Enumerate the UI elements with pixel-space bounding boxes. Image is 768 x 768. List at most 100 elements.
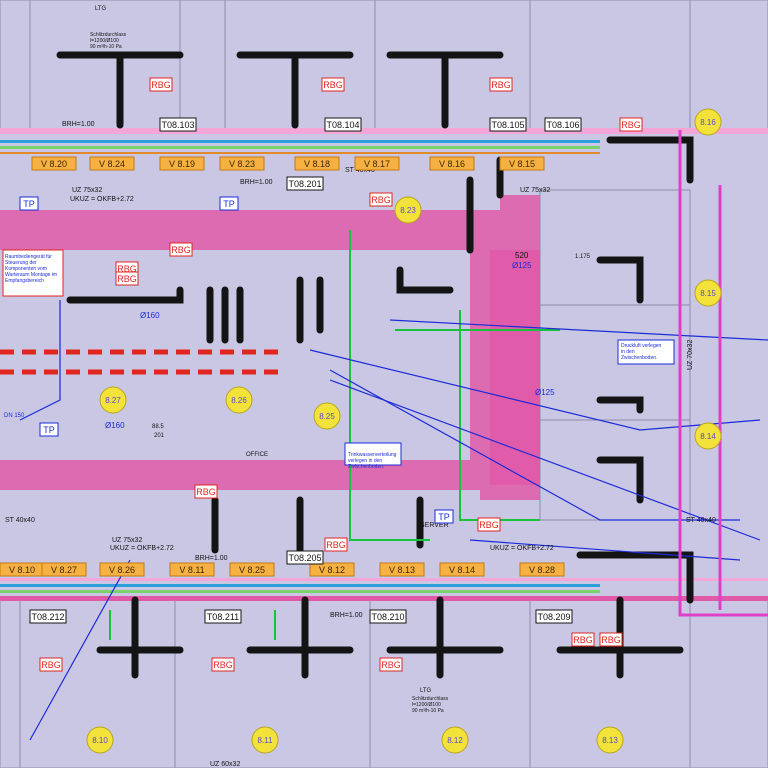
corridor-band-bottom [0,578,768,601]
svg-text:T08.103: T08.103 [161,120,194,130]
svg-text:8.15: 8.15 [700,289,716,298]
room-tag: V 8.20 [31,156,77,171]
label-dim-201: 201 [154,433,165,439]
svg-text:RBG: RBG [117,264,137,274]
equipment-circle: 8.14 [694,422,722,450]
rbg-tag: RBG [571,632,595,647]
svg-text:T08.106: T08.106 [546,120,579,130]
label-ukuz-bottom-right: UKUZ = OKFB+2.72 [490,545,554,552]
svg-text:V 8.24: V 8.24 [99,159,125,169]
door-tag: T08.104 [324,117,362,132]
svg-text:T08.211: T08.211 [207,612,239,622]
label-dim-125-b: Ø125 [535,388,555,397]
svg-text:V 8.25: V 8.25 [239,565,265,575]
svg-text:V 8.20: V 8.20 [41,159,67,169]
rbg-tag: RBG [169,242,193,257]
label-dim-125-a: Ø125 [512,261,532,270]
svg-text:RBG: RBG [491,80,511,90]
svg-text:TP: TP [43,425,55,435]
equipment-circle: 8.25 [313,402,341,430]
label-uz-7032: UZ 70x32 [687,340,694,370]
svg-text:TP: TP [23,199,35,209]
svg-text:T08.105: T08.105 [491,120,524,130]
svg-text:TP: TP [223,199,235,209]
label-uz-6032: UZ 60x32 [210,761,240,768]
rbg-tag: RBG [149,77,173,92]
svg-text:RBG: RBG [117,274,137,284]
svg-text:RBG: RBG [213,660,233,670]
label-dim-1175: 1.175 [575,254,591,260]
room-tag: V 8.15 [499,156,545,171]
svg-text:RBG: RBG [41,660,61,670]
svg-text:8.11: 8.11 [258,736,274,745]
label-dim-160-b: Ø160 [105,421,125,430]
door-tag: T08.210 [369,609,407,624]
equipment-circle: 8.16 [694,108,722,136]
label-server: SERVER [420,522,449,529]
equipment-circle: 8.10 [86,726,114,754]
label-ukuz-top: UKUZ = OKFB+2.72 [70,196,134,203]
svg-text:V 8.16: V 8.16 [439,159,465,169]
svg-text:8.12: 8.12 [447,736,463,745]
room-tag: V 8.25 [229,562,275,577]
room-tag: V 8.28 [519,562,565,577]
svg-text:V 8.13: V 8.13 [389,565,415,575]
svg-text:8.23: 8.23 [400,206,416,215]
tp-tag: TP [39,422,59,437]
room-tag: V 8.26 [99,562,145,577]
svg-text:V 8.15: V 8.15 [509,159,535,169]
rbg-tag: RBG [115,271,139,286]
rbg-tag: RBG [321,77,345,92]
svg-text:RBG: RBG [573,635,593,645]
equipment-circle: 8.12 [441,726,469,754]
svg-text:RBG: RBG [326,540,346,550]
svg-text:V 8.18: V 8.18 [304,159,330,169]
door-tag: T08.209 [535,609,573,624]
door-tag: T08.106 [544,117,582,132]
equipment-circle: 8.11 [251,726,279,754]
rbg-tag: RBG [619,117,643,132]
label-ltg-line2-1: Schlitzdurchlass [90,32,127,38]
rbg-tag: RBG [477,517,501,532]
rbg-tag: RBG [369,192,393,207]
room-tag: V 8.13 [379,562,425,577]
label-ukuz-bottom: UKUZ = OKFB+2.72 [110,545,174,552]
label-uz-bottom: UZ 75x32 [112,537,142,544]
svg-text:T08.210: T08.210 [371,612,404,622]
svg-text:RBG: RBG [171,245,191,255]
door-tag: T08.212 [29,609,67,624]
label-uz-top: UZ 75x32 [72,187,102,194]
rbg-tag: RBG [324,537,348,552]
svg-text:V 8.11: V 8.11 [179,565,204,575]
rbg-tag: RBG [599,632,623,647]
label-ltg-line4-1: 90 m³/h-10 Pa [90,44,122,50]
tp-tag: TP [219,196,239,211]
svg-text:V 8.19: V 8.19 [169,159,195,169]
tp-tag: TP [434,509,454,524]
room-tag: V 8.18 [294,156,340,171]
svg-text:RBG: RBG [371,195,391,205]
room-tag: V 8.23 [219,156,265,171]
svg-text:RBG: RBG [151,80,171,90]
svg-text:8.26: 8.26 [231,396,247,405]
label-office: OFFICE [246,452,268,458]
room-tag: V 8.27 [41,562,87,577]
label-brh-bottom: BRH=1.00 [195,555,228,562]
label-brh-mid: BRH=1.00 [240,179,273,186]
exhaust-lines [0,349,280,375]
room-tags-top: V 8.20 V 8.24 V 8.19 V 8.23 V 8.18 V 8.17 V 8.… [31,156,545,171]
door-tag: T08.205 [286,550,324,565]
room-tag: V 8.17 [354,156,400,171]
duct-labels: UZ 75x32 UKUZ = OKFB+2.72 UZ 75x32 UZ 75… [4,6,716,768]
label-dim-520: 520 [515,251,529,260]
svg-text:8.16: 8.16 [700,118,716,127]
tp-tags: TP TP TP TP [19,196,454,524]
